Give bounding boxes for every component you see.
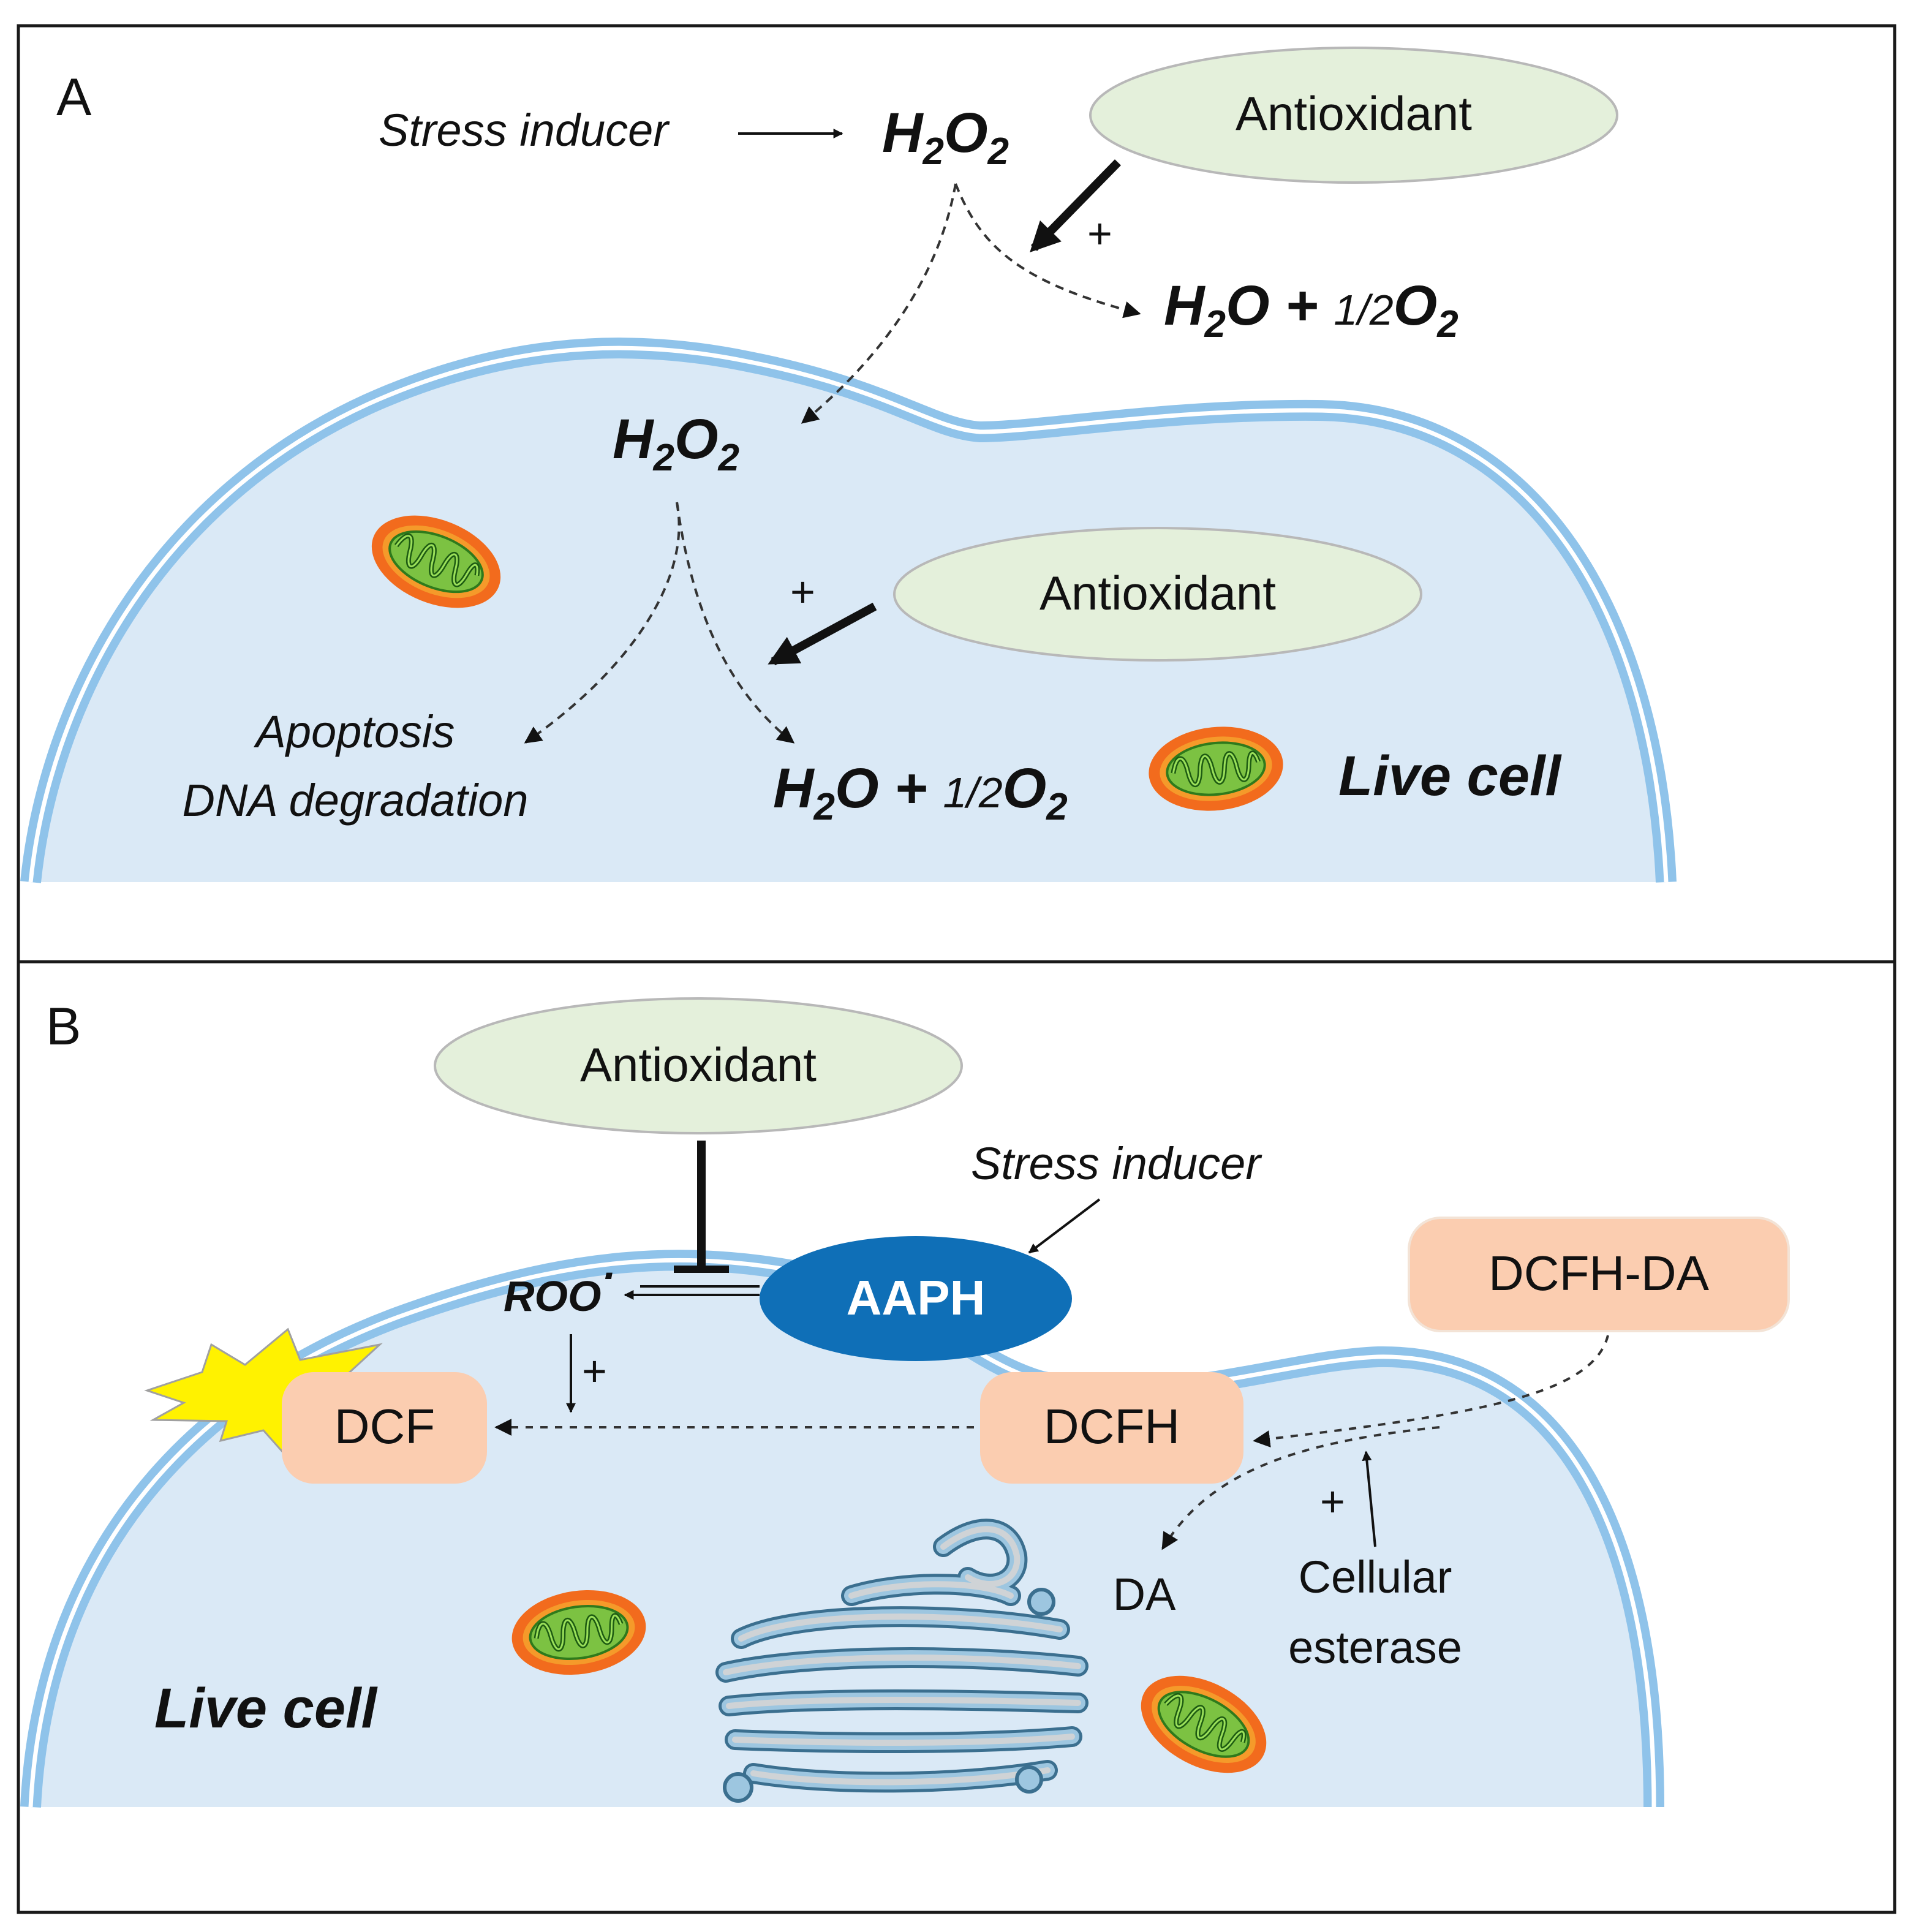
dcfh-label: DCFH bbox=[1044, 1399, 1180, 1454]
antioxidant-outside-arrow bbox=[1030, 159, 1122, 253]
stress-to-aaph-arrow bbox=[1028, 1198, 1101, 1254]
stress-inducer-label-a: Stress inducer bbox=[379, 105, 670, 156]
dashed-h2o2-to-products bbox=[954, 183, 1141, 319]
cellular-label: Cellular bbox=[1299, 1552, 1452, 1602]
antioxidant-inside-ellipse bbox=[893, 527, 1422, 662]
dcf-box bbox=[282, 1372, 487, 1484]
products-inside-label: H2O + 1/2O2 bbox=[773, 757, 1068, 828]
esterase-arrow bbox=[1362, 1451, 1376, 1547]
golgi-apparatus-icon bbox=[715, 1519, 1089, 1803]
roo-radical-label: ROO· bbox=[504, 1251, 616, 1320]
dcf-label: DCF bbox=[334, 1399, 435, 1454]
antioxidant-outside-label: Antioxidant bbox=[1236, 86, 1472, 140]
dcfhda-to-dcfh-dashed-arrow bbox=[1253, 1335, 1609, 1447]
dashed-h2o2-to-apoptosis bbox=[524, 502, 681, 744]
dna-degradation-label: DNA degradation bbox=[183, 775, 529, 826]
dcfh-box bbox=[980, 1372, 1243, 1484]
plus-roo: + bbox=[582, 1347, 607, 1395]
dashed-h2o2-to-products-inside bbox=[676, 502, 795, 744]
plus-esterase: + bbox=[1320, 1477, 1345, 1525]
aaph-ellipse bbox=[760, 1236, 1072, 1361]
da-label: DA bbox=[1113, 1569, 1176, 1620]
apoptosis-label: Apoptosis bbox=[254, 706, 455, 757]
h2o2-inside-label: H2O2 bbox=[613, 408, 739, 479]
live-cell-label-b: Live cell bbox=[154, 1677, 379, 1740]
aaph-label: AAPH bbox=[847, 1270, 986, 1325]
esterase-label: esterase bbox=[1288, 1622, 1462, 1673]
live-cell-label-a: Live cell bbox=[1338, 745, 1563, 807]
dcfh-da-box bbox=[1408, 1217, 1790, 1332]
dcfh-da-label: DCFH-DA bbox=[1489, 1246, 1710, 1300]
panel-a-letter: A bbox=[56, 68, 92, 127]
dashed-h2o2-into-cell bbox=[801, 183, 957, 424]
plus-outside: + bbox=[1087, 209, 1112, 257]
antioxidant-b-label: Antioxidant bbox=[580, 1038, 817, 1092]
stress-inducer-label-b: Stress inducer bbox=[971, 1138, 1262, 1189]
products-outside-label: H2O + 1/2O2 bbox=[1164, 274, 1458, 345]
panel-b-letter: B bbox=[46, 997, 81, 1056]
antioxidant-outside-ellipse bbox=[1089, 47, 1618, 184]
antioxidant-inside-arrow bbox=[768, 602, 877, 666]
h2o2-outside-label: H2O2 bbox=[882, 102, 1009, 173]
antioxidant-inside-label: Antioxidant bbox=[1040, 566, 1276, 620]
antioxidant-b-ellipse bbox=[434, 997, 963, 1134]
to-da-dashed-arrow bbox=[1161, 1426, 1440, 1550]
plus-inside: + bbox=[790, 568, 815, 616]
